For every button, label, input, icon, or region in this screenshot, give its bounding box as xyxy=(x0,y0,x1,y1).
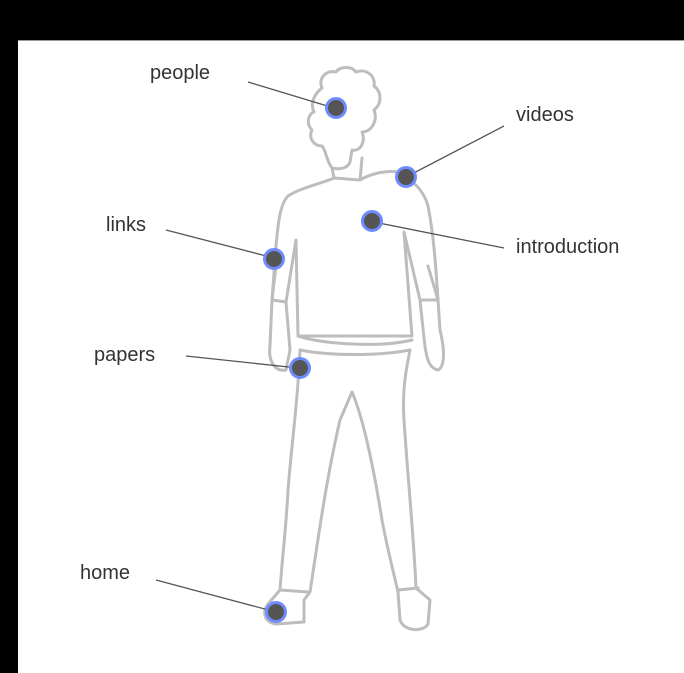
papers-hotspot-dot-icon[interactable] xyxy=(291,359,310,378)
menu-link-links[interactable]: links xyxy=(106,214,146,236)
menu-link-home[interactable]: home xyxy=(80,562,130,584)
leader-line-links xyxy=(166,230,274,258)
human-silhouette-icon xyxy=(265,68,444,630)
introduction-hotspot-dot-icon[interactable] xyxy=(363,212,382,231)
home-hotspot-dot-icon[interactable] xyxy=(267,603,286,622)
leader-line-videos xyxy=(408,126,504,176)
menu-link-videos[interactable]: videos xyxy=(516,104,574,126)
leader-line-home xyxy=(156,580,276,612)
people-hotspot-dot-icon[interactable] xyxy=(327,99,346,118)
leader-line-papers xyxy=(186,356,298,368)
menu-link-introduction[interactable]: introduction xyxy=(516,236,619,258)
videos-hotspot-dot-icon[interactable] xyxy=(397,168,416,187)
links-hotspot-dot-icon[interactable] xyxy=(265,250,284,269)
menu-link-people[interactable]: people xyxy=(150,62,210,84)
menu-link-papers[interactable]: papers xyxy=(94,344,155,366)
leader-line-introduction xyxy=(374,222,504,248)
